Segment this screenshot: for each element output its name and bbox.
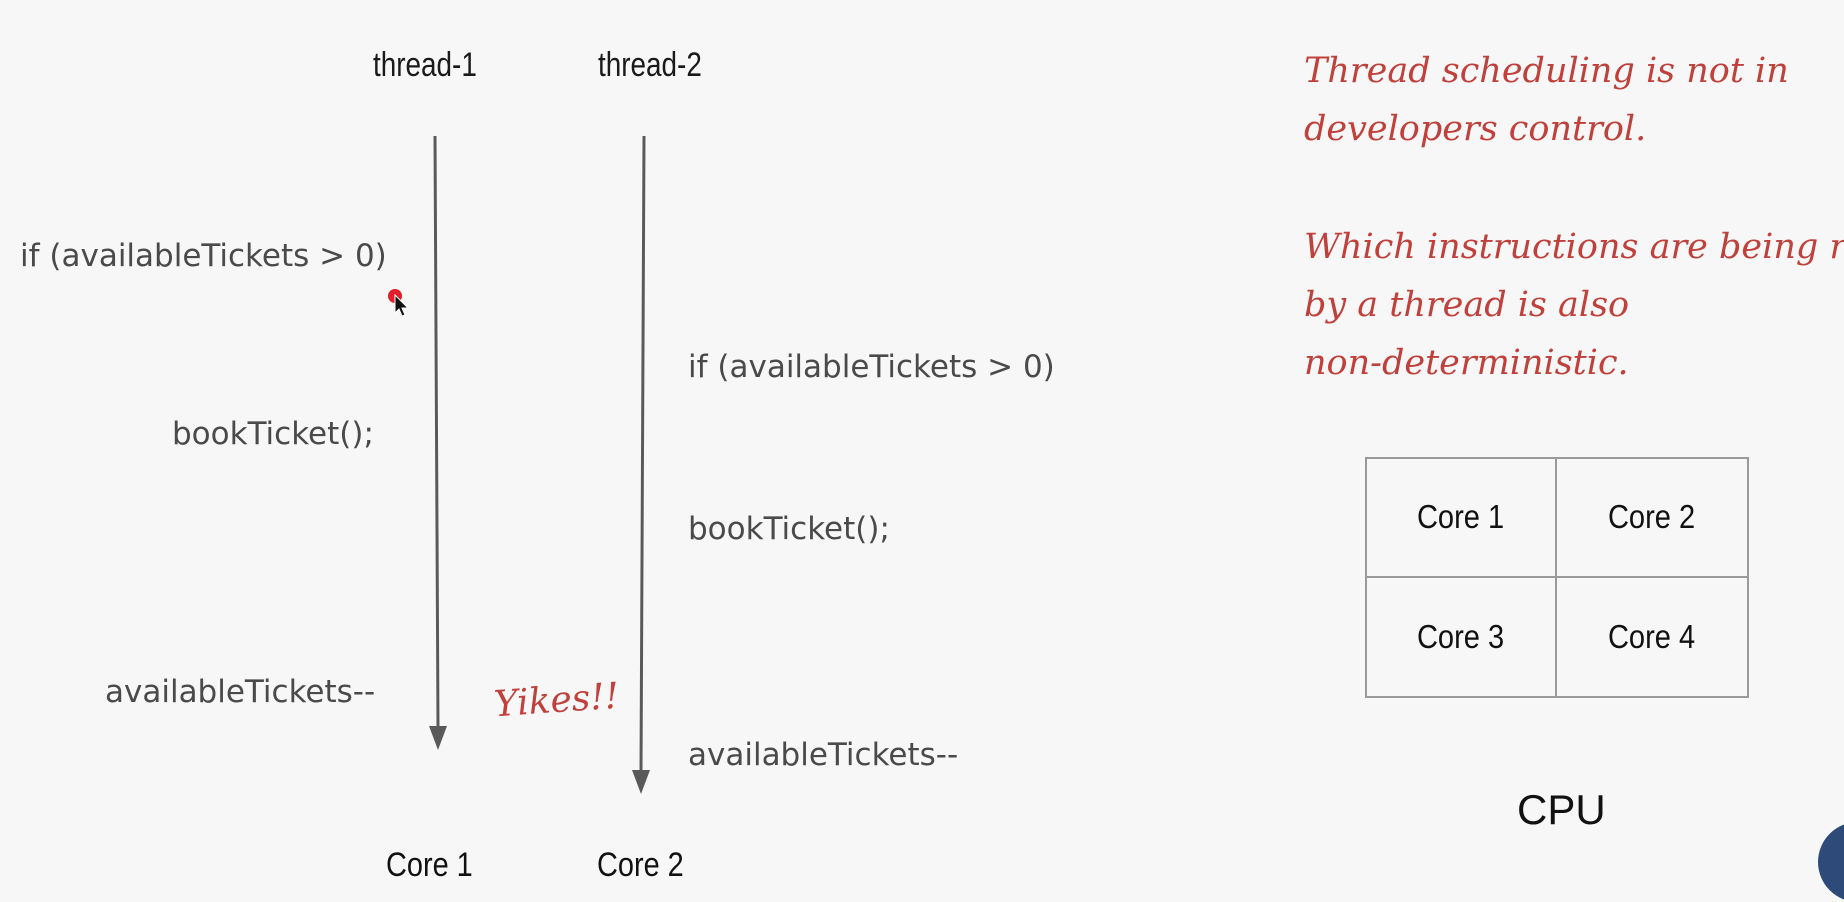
scheduling-note: Thread scheduling is not in developers c… <box>1304 42 1789 158</box>
scheduling-note-line-2: developers control. <box>1304 109 1647 149</box>
thread-2-book-statement: bookTicket(); <box>688 511 890 547</box>
instructions-note-line-3: non-deterministic. <box>1304 343 1629 383</box>
cpu-core-1-label: Core 1 <box>1417 498 1505 536</box>
thread-1-check-statement: if (availableTickets > 0) <box>20 238 387 274</box>
cpu-core-4: Core 4 <box>1557 578 1747 697</box>
thread-1-arrow <box>429 135 447 750</box>
cpu-core-2-label: Core 2 <box>1608 498 1696 536</box>
thread-1-core-label: Core 1 <box>386 846 473 884</box>
cpu-core-3: Core 3 <box>1367 577 1557 696</box>
cpu-core-3-label: Core 3 <box>1417 617 1505 655</box>
scheduling-note-line-1: Thread scheduling is not in <box>1304 51 1789 91</box>
cpu-core-4-label: Core 4 <box>1608 617 1696 655</box>
instructions-note-line-2: by a thread is also <box>1304 285 1630 325</box>
thread-1-book-statement: bookTicket(); <box>172 416 374 452</box>
thread-2-decrement-statement: availableTickets-- <box>688 737 959 773</box>
thread-2-core-label: Core 2 <box>597 846 684 884</box>
thread-1-decrement-statement: availableTickets-- <box>105 674 376 710</box>
thread-2-arrow <box>632 135 650 794</box>
cpu-core-1: Core 1 <box>1367 459 1557 578</box>
yikes-annotation: Yikes!! <box>492 675 621 726</box>
instructions-note: Which instructions are being run by a th… <box>1304 218 1844 392</box>
thread-1-title: thread-1 <box>373 46 477 84</box>
cpu-core-grid: Core 1 Core 2 Core 3 Core 4 <box>1365 457 1749 698</box>
instructions-note-line-1: Which instructions are being run <box>1304 227 1844 267</box>
thread-2-title: thread-2 <box>598 46 702 84</box>
thread-2-check-statement: if (availableTickets > 0) <box>688 349 1055 385</box>
cpu-label: CPU <box>1517 786 1606 833</box>
mouse-cursor-icon <box>394 294 410 317</box>
cpu-core-2: Core 2 <box>1557 459 1747 578</box>
